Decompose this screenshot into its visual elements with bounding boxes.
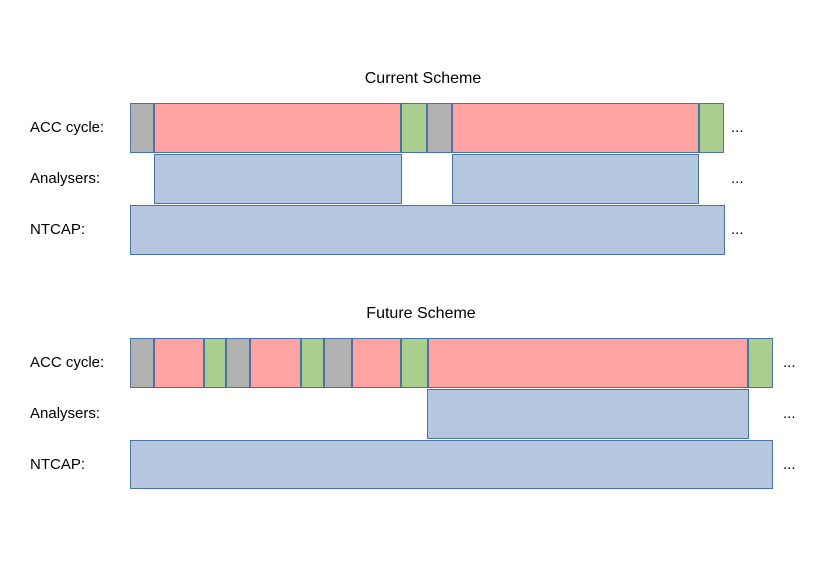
current-analysers-ellipsis: ... [731, 170, 744, 187]
current-ntcap-row: NTCAP: ... [0, 205, 819, 255]
future-scheme-title: Future Scheme [366, 305, 476, 322]
current-acc-cycle-row: ACC cycle: ... [0, 103, 819, 153]
future-acc-cycle-ellipsis: ... [783, 354, 796, 371]
future-analysers-track [0, 389, 819, 439]
bar-segment-green [401, 103, 427, 153]
future-acc-cycle-label: ACC cycle: [30, 354, 105, 371]
current-ntcap-label: NTCAP: [30, 221, 86, 238]
current-analysers-row: Analysers: ... [0, 154, 819, 204]
future-ntcap-row: NTCAP: ... [0, 440, 819, 489]
current-acc-cycle-label: ACC cycle: [30, 119, 105, 136]
current-analysers-track [0, 154, 819, 204]
bar-segment-pink [428, 338, 748, 388]
future-acc-cycle-row: ACC cycle: ... [0, 338, 819, 388]
bar-segment-pink [250, 338, 301, 388]
bar-segment-blue [427, 389, 749, 439]
current-analysers-label: Analysers: [30, 170, 101, 187]
bar-segment-pink [452, 103, 699, 153]
bar-segment-blue [130, 205, 725, 255]
bar-segment-gray [324, 338, 352, 388]
bar-segment-gray [130, 338, 154, 388]
bar-segment-blue [130, 440, 773, 489]
future-analysers-row: Analysers: ... [0, 389, 819, 439]
bar-segment-green [401, 338, 428, 388]
current-acc-cycle-track [0, 103, 819, 153]
current-scheme-title: Current Scheme [364, 70, 482, 87]
current-acc-cycle-ellipsis: ... [731, 119, 744, 136]
bar-segment-green [204, 338, 226, 388]
future-ntcap-track [0, 440, 819, 489]
bar-segment-pink [352, 338, 401, 388]
bar-segment-pink [154, 103, 401, 153]
bar-segment-gray [427, 103, 452, 153]
bar-segment-green [699, 103, 724, 153]
future-acc-cycle-track [0, 338, 819, 388]
bar-segment-pink [154, 338, 204, 388]
bar-segment-blue [154, 154, 402, 204]
bar-segment-green [301, 338, 324, 388]
bar-segment-green [748, 338, 773, 388]
future-ntcap-label: NTCAP: [30, 456, 86, 473]
current-ntcap-ellipsis: ... [731, 221, 744, 238]
bar-segment-gray [226, 338, 250, 388]
current-ntcap-track [0, 205, 819, 255]
future-ntcap-ellipsis: ... [783, 456, 796, 473]
bar-segment-gray [130, 103, 154, 153]
future-analysers-label: Analysers: [30, 405, 101, 422]
future-analysers-ellipsis: ... [783, 405, 796, 422]
bar-segment-blue [452, 154, 699, 204]
